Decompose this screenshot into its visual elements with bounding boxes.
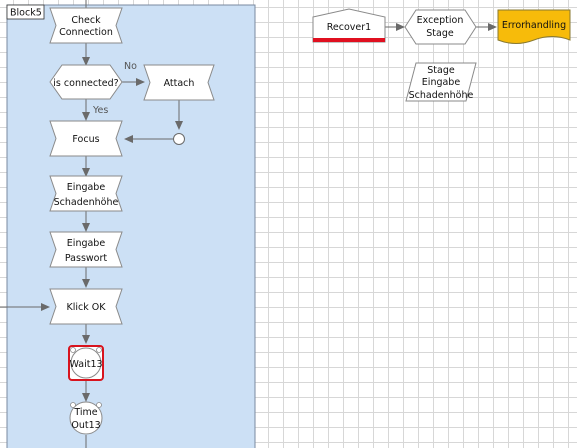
node-eingabe-passwort[interactable]: Eingabe Passwort	[49, 231, 123, 268]
recover-bar	[313, 38, 385, 42]
process-shape	[143, 64, 215, 101]
process-shape	[49, 288, 123, 325]
recover-shape	[312, 8, 386, 43]
decision-label: is connected?	[53, 78, 118, 89]
timeout13-line2: Out13	[71, 420, 100, 431]
eingabe-schadenhoehe-line2: Schadenhöhe	[54, 197, 119, 208]
block-title: Block5	[10, 8, 42, 19]
timeout13-line1: Time	[73, 407, 97, 418]
node-timeout13[interactable]: Time Out13	[69, 401, 103, 435]
edges	[0, 0, 497, 448]
klick-ok-label: Klick OK	[67, 302, 107, 313]
timeout-knob-left	[70, 402, 76, 408]
stage-eingabe-line3: Schadenhöhe	[409, 90, 474, 101]
node-focus[interactable]: Focus	[49, 120, 123, 157]
stage-eingabe-line1: Stage	[427, 65, 455, 76]
wait-circle	[70, 347, 102, 379]
focus-label: Focus	[72, 134, 99, 145]
process-shape	[49, 175, 123, 212]
check-connection-line1: Check	[71, 15, 101, 26]
node-recover1[interactable]: Recover1	[312, 8, 386, 43]
node-attach[interactable]: Attach	[143, 64, 215, 101]
recover1-label: Recover1	[327, 22, 371, 33]
timeout-circle	[69, 401, 103, 435]
node-exception-stage[interactable]: Exception Stage	[404, 9, 477, 45]
timeout-knob-right	[96, 402, 102, 408]
errorhandling-label: Errorhandling	[502, 20, 566, 31]
junction-circle[interactable]	[173, 133, 185, 145]
block-area	[6, 4, 256, 448]
wait-knob-right	[96, 347, 102, 353]
check-connection-line2: Connection	[59, 27, 113, 38]
node-klick-ok[interactable]: Klick OK	[49, 288, 123, 325]
block-container[interactable]: Block5	[6, 4, 256, 448]
node-wait13[interactable]: Wait13	[68, 345, 104, 381]
decision-shape	[49, 64, 123, 100]
process-shape	[49, 231, 123, 268]
eingabe-schadenhoehe-line1: Eingabe	[67, 182, 106, 193]
node-check-connection[interactable]: Check Connection	[49, 7, 123, 44]
errorhandling-shape	[497, 9, 571, 44]
process-shape	[49, 7, 123, 44]
stage-shape	[405, 62, 477, 102]
exception-stage-line2: Stage	[426, 28, 454, 39]
wait-knob-left	[70, 347, 76, 353]
attach-label: Attach	[164, 78, 195, 89]
eingabe-passwort-line1: Eingabe	[67, 238, 106, 249]
edge-label-no: No	[124, 61, 137, 72]
wait13-label: Wait13	[69, 359, 102, 370]
node-is-connected-decision[interactable]: is connected?	[49, 64, 123, 100]
eingabe-passwort-line2: Passwort	[65, 253, 108, 264]
block-title-box	[6, 4, 45, 20]
process-shape	[49, 120, 123, 157]
node-eingabe-schadenhoehe[interactable]: Eingabe Schadenhöhe	[49, 175, 123, 212]
stage-eingabe-line2: Eingabe	[422, 77, 461, 88]
node-stage-eingabe-schadenhoehe[interactable]: Stage Eingabe Schadenhöhe	[405, 62, 477, 102]
exception-shape	[404, 9, 477, 45]
node-errorhandling[interactable]: Errorhandling	[497, 9, 571, 44]
edge-label-yes: Yes	[92, 105, 108, 116]
exception-stage-line1: Exception	[417, 15, 464, 26]
